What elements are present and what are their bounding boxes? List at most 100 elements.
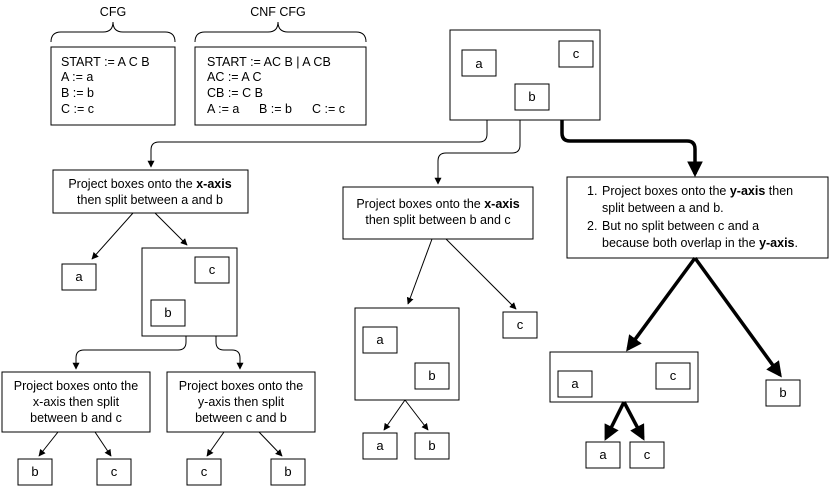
edge-rsub-to-a bbox=[604, 401, 626, 441]
step-middle-line2: then split between b and c bbox=[365, 213, 510, 227]
left-leaf-a bbox=[61, 263, 97, 291]
right-sub-box-a bbox=[557, 370, 593, 398]
lr-leaf-b bbox=[270, 458, 306, 486]
middle-sub-box-b bbox=[414, 362, 450, 390]
right-leaf-c-label: c bbox=[644, 447, 651, 462]
left-sub-box-c bbox=[194, 256, 230, 284]
cnf-grammar: CNF CFG START := AC B | A CB AC := A C C… bbox=[194, 5, 367, 126]
step-ll-line2: x-axis then split bbox=[33, 395, 120, 409]
step-right: 1. Project boxes onto the y-axis then sp… bbox=[566, 176, 829, 259]
edge-root-to-middle bbox=[434, 120, 521, 185]
cnf-rule-5: B := b bbox=[259, 102, 292, 116]
step-left-line2: then split between a and b bbox=[77, 193, 223, 207]
middle-sub-box-a bbox=[362, 326, 398, 354]
right-leaf-a-label: a bbox=[599, 447, 607, 462]
middle-leaf-c-label: c bbox=[517, 317, 524, 332]
step-right-item1-line1: Project boxes onto the y-axis then bbox=[602, 184, 793, 198]
right-leaf-b-label: b bbox=[779, 385, 786, 400]
right-leaf-a bbox=[585, 441, 621, 469]
cfg-brace bbox=[50, 21, 176, 43]
cnf-box bbox=[194, 46, 367, 126]
middle-leaf-b bbox=[414, 432, 450, 460]
edge-left-to-bc bbox=[154, 212, 188, 246]
edge-lr-to-c bbox=[206, 431, 225, 457]
edge-ll-to-c bbox=[94, 431, 112, 457]
step-ll-line3: between b and c bbox=[30, 411, 122, 425]
edge-sub-to-ll bbox=[72, 336, 187, 370]
cnf-title: CNF CFG bbox=[250, 5, 306, 19]
root-box-b bbox=[514, 83, 550, 111]
cnf-rule-1: START := AC B | A CB bbox=[207, 55, 331, 69]
edge-middle-to-ab bbox=[406, 238, 433, 305]
cnf-brace bbox=[194, 21, 367, 43]
step-right-item1-line2: split between a and b. bbox=[602, 201, 724, 215]
cnf-rule-3: CB := C B bbox=[207, 86, 263, 100]
step-ll-line1: Project boxes onto the bbox=[14, 379, 138, 393]
edge-root-to-right bbox=[560, 120, 703, 178]
cfg-grammar: CFG START := A C B A := a B := b C := c bbox=[50, 5, 176, 126]
step-right-num2: 2. bbox=[587, 219, 597, 233]
step-left-right: Project boxes onto the y-axis then split… bbox=[166, 371, 316, 433]
step-left-box bbox=[52, 169, 249, 214]
step-middle: Project boxes onto the x-axis then split… bbox=[342, 186, 534, 240]
ll-leaf-b-label: b bbox=[31, 464, 38, 479]
right-sub-label-c: c bbox=[670, 368, 677, 383]
cfg-rule-2: A := a bbox=[61, 70, 93, 84]
right-leaf-c bbox=[629, 441, 665, 469]
step-middle-box bbox=[342, 186, 534, 240]
left-sub-label-c: c bbox=[209, 262, 216, 277]
edge-msub-to-b bbox=[404, 399, 429, 431]
cnf-rule-6: C := c bbox=[312, 102, 345, 116]
step-middle-line1: Project boxes onto the x-axis bbox=[356, 197, 519, 211]
step-lr-box bbox=[166, 371, 316, 433]
edge-root-to-left bbox=[147, 120, 488, 168]
step-lr-line3: between c and b bbox=[195, 411, 287, 425]
middle-leaf-a bbox=[362, 432, 398, 460]
step-lr-line2: y-axis then split bbox=[198, 395, 285, 409]
edge-sub-to-lr bbox=[215, 336, 244, 370]
ll-leaf-b bbox=[17, 458, 53, 486]
step-lr-line1: Project boxes onto the bbox=[179, 379, 303, 393]
lr-leaf-c-label: c bbox=[201, 464, 208, 479]
middle-sub-label-a: a bbox=[376, 332, 384, 347]
step-left-left: Project boxes onto the x-axis then split… bbox=[1, 371, 151, 433]
edge-middle-to-c bbox=[445, 238, 517, 310]
step-right-item2-line2: because both overlap in the y-axis. bbox=[602, 236, 798, 250]
edge-right-to-ac bbox=[626, 256, 697, 352]
right-sub-box-c bbox=[655, 362, 691, 390]
lr-leaf-b-label: b bbox=[284, 464, 291, 479]
ll-leaf-c bbox=[96, 458, 132, 486]
step-left-line1: Project boxes onto the x-axis bbox=[68, 177, 231, 191]
step-left: Project boxes onto the x-axis then split… bbox=[52, 169, 249, 214]
lr-leaf-c bbox=[186, 458, 222, 486]
edge-left-to-a bbox=[91, 212, 134, 260]
right-sub-label-a: a bbox=[571, 376, 579, 391]
step-right-item2-line1: But no split between c and a bbox=[602, 219, 759, 233]
cfg-title: CFG bbox=[100, 5, 126, 19]
cfg-rule-3: B := b bbox=[61, 86, 94, 100]
root-label-a: a bbox=[475, 56, 483, 71]
root-container: a c b bbox=[449, 29, 601, 121]
left-sub-box-b bbox=[150, 299, 186, 327]
left-leaf-a-label: a bbox=[75, 269, 83, 284]
right-sub-container: a c bbox=[549, 351, 699, 403]
step-right-num1: 1. bbox=[587, 184, 597, 198]
edge-right-to-b bbox=[693, 256, 782, 378]
cnf-rule-2: AC := A C bbox=[207, 70, 262, 84]
cnf-rule-4: A := a bbox=[207, 102, 239, 116]
cfg-rule-1: START := A C B bbox=[61, 55, 150, 69]
root-box-a bbox=[461, 49, 497, 77]
root-box-c bbox=[558, 40, 594, 68]
root-label-c: c bbox=[573, 46, 580, 61]
left-sub-container: c b bbox=[141, 247, 238, 337]
edge-lr-to-b bbox=[258, 431, 283, 457]
cfg-rule-4: C := c bbox=[61, 102, 94, 116]
left-sub-label-b: b bbox=[164, 305, 171, 320]
edge-rsub-to-c bbox=[622, 401, 645, 441]
cfg-box bbox=[50, 46, 176, 126]
middle-leaf-b-label: b bbox=[428, 438, 435, 453]
middle-leaf-c bbox=[502, 311, 538, 339]
root-label-b: b bbox=[528, 89, 535, 104]
middle-sub-container: a b bbox=[354, 307, 460, 401]
